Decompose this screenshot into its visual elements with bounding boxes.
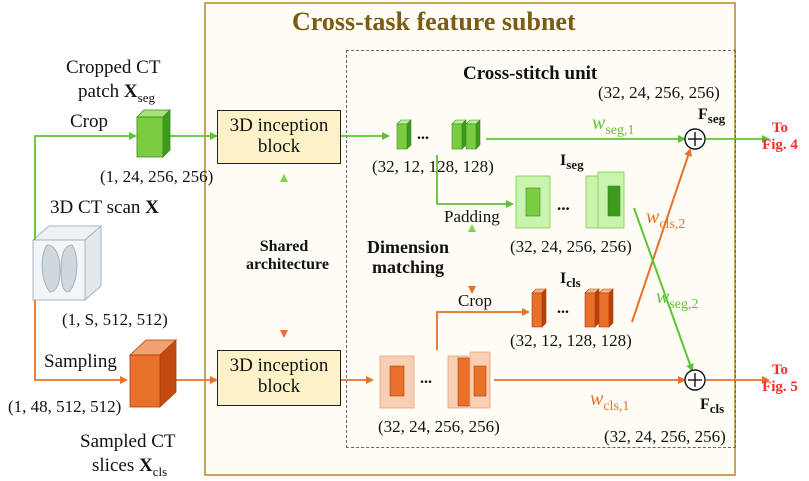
inception-block-seg: 3D inception block xyxy=(217,110,341,164)
seg-feature-ellipsis: ... xyxy=(417,126,429,143)
ct-scan-label: 3D CT scan X xyxy=(50,197,159,218)
seg-padded-ellipsis: ... xyxy=(557,195,570,214)
cls-cropped-maps xyxy=(531,288,614,328)
padded-seg-label: Iseg xyxy=(560,152,584,173)
shared-line1: Shared xyxy=(259,238,309,255)
fused-seg-label: Fseg xyxy=(698,106,726,127)
cls-slices-label-line2: slices Xcls xyxy=(92,455,168,479)
to-fig5-line1: To xyxy=(771,362,789,378)
to-fig5-label: To Fig. 5 xyxy=(758,362,802,395)
seg-patch-label-line1: Cropped CT xyxy=(66,57,161,78)
sampling-label: Sampling xyxy=(44,351,117,372)
seg-patch-block xyxy=(136,109,171,158)
dim-line2: matching xyxy=(372,256,444,277)
seg-padded-shape: (32, 24, 256, 256) xyxy=(510,237,632,256)
seg-feature-shape: (32, 12, 128, 128) xyxy=(372,157,494,176)
shared-architecture-label: Shared architecture xyxy=(246,238,329,273)
seg-output-shape: (32, 24, 256, 256) xyxy=(598,83,720,102)
cropped-cls-label: Icls xyxy=(560,270,581,291)
cls-feature-ellipsis: ... xyxy=(420,370,432,387)
subnet-title: Cross-task feature subnet xyxy=(292,7,576,36)
to-fig4-line1: To xyxy=(771,120,789,136)
cls-output-shape: (32, 24, 256, 256) xyxy=(604,427,726,446)
crop-label-seg: Crop xyxy=(70,111,108,132)
cross-stitch-unit-frame xyxy=(346,50,736,448)
ct-scan-volume xyxy=(31,224,103,302)
cls-cropped-shape: (32, 12, 128, 128) xyxy=(510,331,632,350)
cls-sum-node xyxy=(684,369,706,391)
cross-stitch-title: Cross-stitch unit xyxy=(463,63,598,84)
inception-block-seg-line2: block xyxy=(257,136,301,157)
seg-input-path xyxy=(34,132,218,240)
seg-sum-node xyxy=(684,128,706,150)
cls-feature-maps xyxy=(379,351,491,409)
ct-scan-shape: (1, S, 512, 512) xyxy=(62,310,168,329)
dim-line1: Dimension xyxy=(366,237,449,257)
weight-seg-2: wseg,2 xyxy=(656,286,699,312)
inception-block-seg-line1: 3D inception xyxy=(229,115,329,136)
fused-cls-label: Fcls xyxy=(700,396,725,417)
to-fig4-line2: Fig. 4 xyxy=(762,136,798,153)
seg-patch-shape: (1, 24, 256, 256) xyxy=(100,167,214,186)
shared-line2: architecture xyxy=(246,255,329,273)
seg-padded-maps xyxy=(515,171,625,229)
cls-feature-shape: (32, 24, 256, 256) xyxy=(378,417,500,436)
dimension-matching-label: Dimension matching xyxy=(360,237,456,278)
inception-block-cls: 3D inception block xyxy=(217,350,341,406)
cls-slices-label-line1: Sampled CT xyxy=(80,431,176,452)
weight-cls-1: wcls,1 xyxy=(590,388,630,414)
weight-cls-2: wcls,2 xyxy=(646,206,686,232)
seg-feature-maps xyxy=(396,119,481,150)
crop-label-cls: Crop xyxy=(458,291,492,310)
weight-seg-1: wseg,1 xyxy=(592,112,635,138)
seg-patch-label-line2: patch Xseg xyxy=(78,81,155,105)
inception-block-cls-line1: 3D inception xyxy=(229,355,329,376)
cls-slices-block xyxy=(128,339,178,408)
cls-cropped-ellipsis: ... xyxy=(557,300,569,317)
padding-label: Padding xyxy=(444,207,500,226)
to-fig4-label: To Fig. 4 xyxy=(758,120,802,153)
inception-block-cls-line2: block xyxy=(257,376,301,397)
cls-slices-shape: (1, 48, 512, 512) xyxy=(8,397,122,416)
cls-input-path xyxy=(34,300,218,384)
to-fig5-line2: Fig. 5 xyxy=(762,378,798,395)
